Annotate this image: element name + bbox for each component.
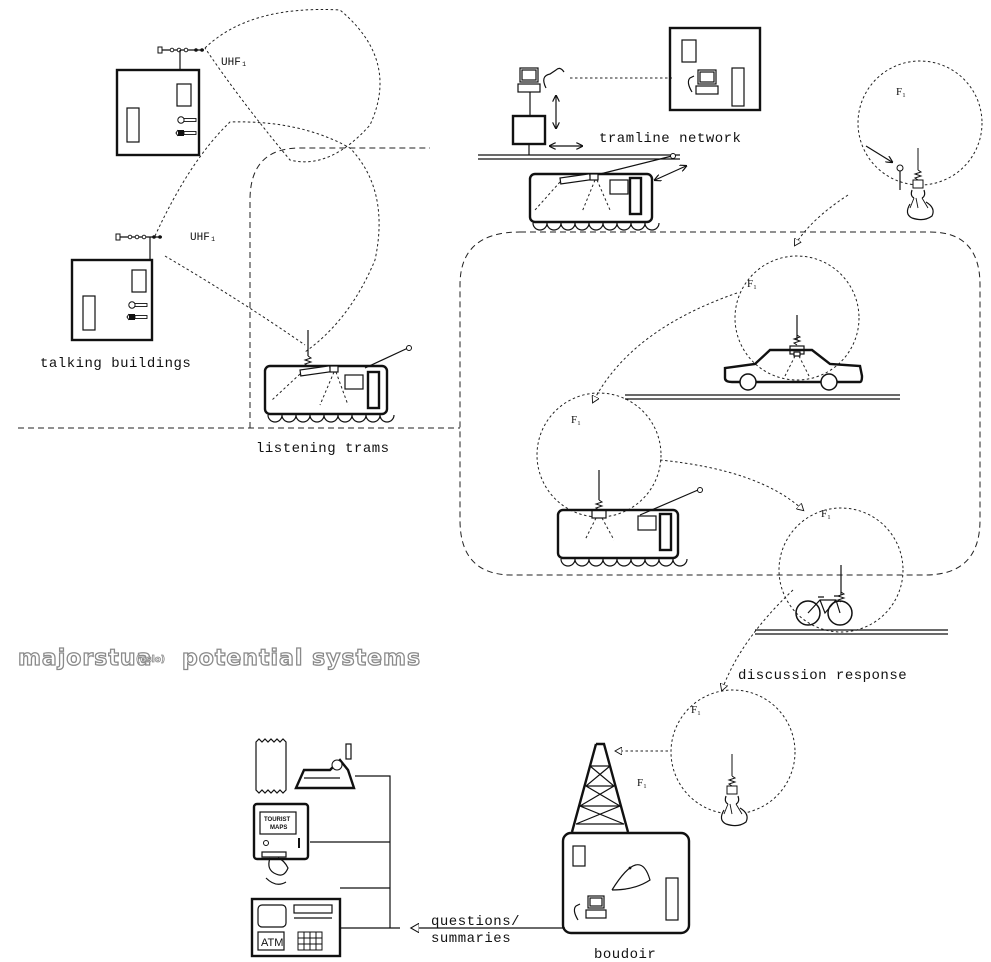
f1-cell-car: F₁ [625, 255, 900, 400]
questions-label: questions/ [431, 914, 520, 930]
f1-cell-pedestrian-bottom: F₁ [670, 689, 796, 826]
talking-building-top [115, 46, 205, 157]
tourist-maps-text-1: TOURIST [264, 817, 291, 823]
uhf-label-bottom: UHF₁ [190, 232, 216, 244]
terminal-bus [310, 775, 400, 929]
control-station [511, 67, 672, 155]
title-sub: (oslo) [136, 655, 165, 665]
boudoir-tower [570, 742, 630, 833]
central-office [668, 26, 762, 112]
discussion-response-label: discussion response [738, 668, 907, 684]
svg-text:F₁: F₁ [571, 414, 581, 426]
uhf-coverage-lobe-2 [154, 121, 380, 353]
listening-trams-boundary [249, 147, 430, 428]
handoff-arrow-1 [795, 194, 849, 245]
title-left: majorstua [18, 646, 152, 671]
atm-machine: ATM [250, 897, 342, 958]
atm-text: ATM [261, 937, 283, 949]
page-title: majorstua (oslo) potential systems [17, 645, 421, 671]
boudoir-label: boudoir [594, 947, 656, 962]
svg-text:F₁: F₁ [896, 86, 906, 98]
f1-label-tower: F₁ [637, 777, 647, 789]
f1-cell-pedestrian-top: F₁ [857, 60, 983, 220]
listening-trams-label: listening trams [256, 441, 390, 457]
discussion-loop-boundary [459, 231, 981, 576]
printer-terminal [294, 743, 356, 790]
handoff-arrow-2 [593, 292, 738, 402]
tourist-maps-kiosk: TOURIST MAPS [252, 802, 310, 885]
uhf-link [164, 255, 306, 346]
title-right: potential systems [182, 646, 421, 671]
svg-text:F₁: F₁ [821, 508, 831, 520]
receipt-paper [255, 738, 287, 794]
summaries-label: summaries [431, 931, 511, 947]
tramline-network-label: tramline network [599, 131, 741, 147]
f1-cell-bicycle: F₁ [755, 507, 948, 635]
tourist-maps-text-2: MAPS [270, 825, 287, 831]
handoff-arrow-3 [659, 459, 803, 510]
svg-text:F₁: F₁ [691, 704, 701, 716]
talking-buildings-label: talking buildings [40, 356, 191, 372]
handoff-arrow-4 [722, 589, 794, 690]
boudoir-building [561, 831, 691, 935]
listening-tram [263, 330, 412, 423]
talking-building-bottom [70, 233, 163, 342]
uhf-coverage-lobe [204, 9, 381, 163]
network-tram [528, 153, 686, 231]
uhf-label-top: UHF₁ [221, 57, 247, 69]
f1-cell-tram: F₁ [536, 392, 703, 567]
svg-text:F₁: F₁ [747, 278, 757, 290]
